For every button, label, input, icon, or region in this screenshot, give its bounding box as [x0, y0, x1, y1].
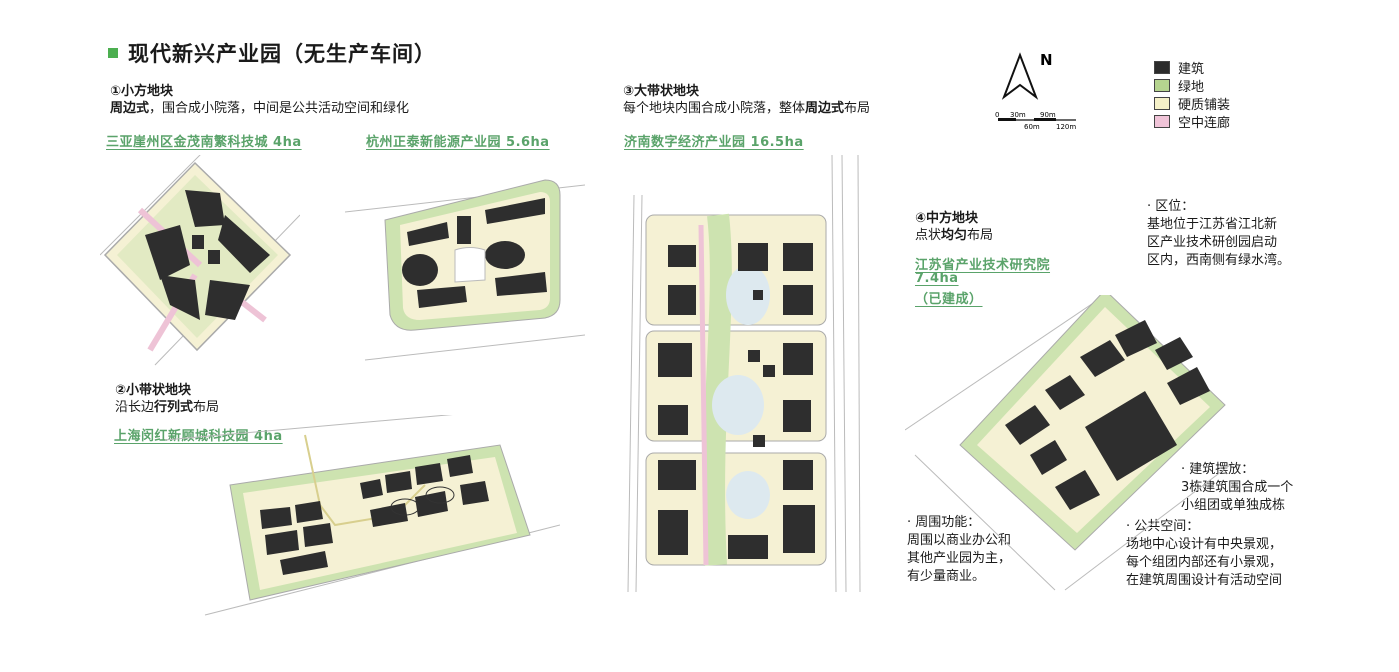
legend-item-building: 建筑: [1154, 58, 1204, 77]
scale-bar: 0 30m 90m 60m 120m: [995, 111, 1076, 131]
project-5-area: 7.4ha: [915, 271, 959, 286]
svg-text:60m: 60m: [1024, 123, 1040, 131]
site-plan-jiangsu: [905, 295, 1230, 591]
section-2-heading: ②小带状地块: [115, 383, 192, 398]
project-2-label: 杭州正泰新能源产业园 5.6ha: [366, 135, 550, 150]
paving-swatch-icon: [1154, 97, 1170, 110]
site-plan-sanya: [100, 155, 300, 366]
site-plan-shanghai: [165, 415, 560, 616]
page-title: 现代新兴产业园（无生产车间）: [108, 38, 436, 68]
title-marker-icon: [108, 48, 118, 58]
site-plan-jinan: [598, 155, 880, 592]
building-swatch-icon: [1154, 61, 1170, 74]
north-label: N: [1040, 51, 1053, 69]
section-2-desc: 沿长边行列式布局: [115, 400, 220, 415]
section-4-heading: ④中方地块: [915, 211, 979, 226]
project-5-status: （已建成）: [915, 292, 983, 307]
north-compass: N 0 30m 90m 60m 120m: [995, 51, 1076, 131]
svg-text:90m: 90m: [1040, 111, 1056, 119]
legend-item-paving: 硬质铺装: [1154, 94, 1230, 113]
project-3-label: 上海闵红新顾城科技园 4ha: [114, 429, 283, 444]
project-4-label: 济南数字经济产业园 16.5ha: [624, 135, 804, 150]
legend-item-green: 绿地: [1154, 76, 1204, 95]
site-plan-hangzhou: [345, 179, 585, 361]
note-building: · 建筑摆放： 3栋建筑围合成一个 小组团或单独成栋: [1181, 462, 1294, 513]
green-swatch-icon: [1154, 79, 1170, 92]
section-3-heading: ③大带状地块: [623, 84, 700, 99]
north-arrow-icon: [1001, 52, 1039, 100]
section-1-heading: ①小方地块: [110, 84, 174, 99]
note-surroundings: · 周围功能： 周围以商业办公和 其他产业园为主， 有少量商业。: [907, 515, 1012, 584]
section-1-desc: 周边式，围合成小院落，中间是公共活动空间和绿化: [110, 101, 410, 116]
section-3-desc: 每个地块内围合成小院落，整体周边式布局: [623, 101, 871, 116]
project-1-label: 三亚崖州区金茂南繁科技城 4ha: [106, 135, 302, 150]
note-location: · 区位： 基地位于江苏省江北新 区产业技术研创园启动 区内，西南侧有绿水湾。: [1147, 199, 1291, 268]
svg-text:120m: 120m: [1056, 123, 1076, 131]
section-4-desc: 点状均匀布局: [915, 228, 994, 243]
svg-text:0: 0: [995, 111, 999, 119]
corridor-swatch-icon: [1154, 115, 1170, 128]
svg-text:30m: 30m: [1010, 111, 1026, 119]
project-5-label: 江苏省产业技术研究院: [915, 258, 1051, 273]
legend-item-corridor: 空中连廊: [1154, 112, 1230, 131]
